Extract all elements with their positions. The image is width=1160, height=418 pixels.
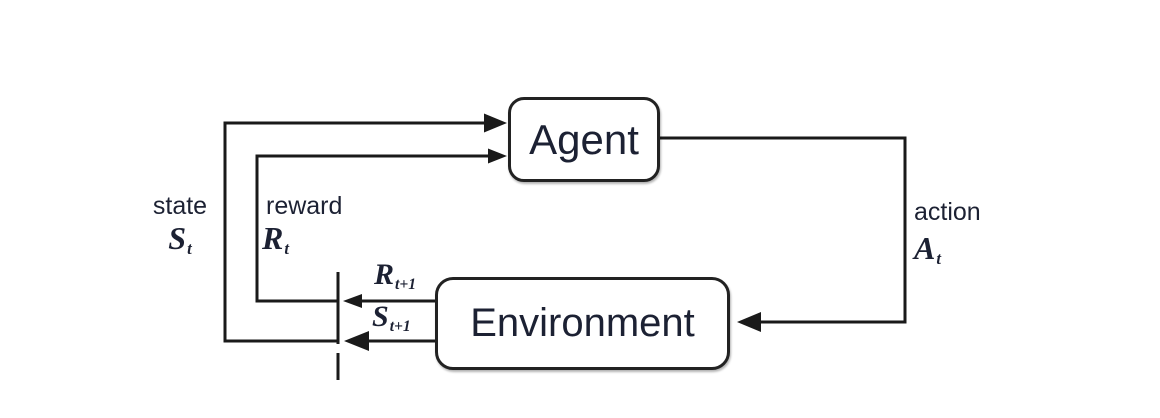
action-word-label: action	[914, 198, 981, 226]
reward-symbol-label: Rt	[262, 222, 289, 258]
next-reward-subscript: t+1	[395, 275, 417, 293]
action-symbol-label: At	[914, 232, 941, 268]
reward-arrowhead	[488, 148, 507, 164]
next-state-symbol: S	[372, 300, 389, 333]
next-state-subscript: t+1	[389, 317, 411, 335]
state-word-label: state	[152, 192, 208, 220]
action-symbol: A	[914, 230, 936, 266]
next-reward-arrowhead	[343, 294, 362, 308]
agent-node: Agent	[508, 97, 660, 182]
environment-node-label: Environment	[470, 301, 695, 345]
next-reward-symbol: R	[374, 258, 395, 291]
state-wire	[223, 121, 500, 343]
reward-wire	[255, 154, 503, 303]
action-wire	[660, 136, 907, 324]
action-arrowhead	[737, 312, 761, 332]
reward-symbol: R	[262, 220, 284, 256]
action-subscript: t	[936, 248, 941, 268]
environment-node: Environment	[435, 277, 730, 370]
reward-word-label: reward	[266, 192, 343, 220]
state-arrowhead	[484, 113, 507, 133]
agent-node-label: Agent	[529, 115, 639, 163]
state-symbol: S	[168, 220, 187, 256]
next-reward-symbol-label: Rt+1	[374, 260, 416, 292]
reward-subscript: t	[284, 238, 289, 258]
next-state-arrowhead	[344, 331, 369, 351]
next-state-symbol-label: St+1	[372, 302, 411, 334]
state-symbol-label: St	[146, 222, 214, 258]
state-subscript: t	[187, 238, 192, 258]
